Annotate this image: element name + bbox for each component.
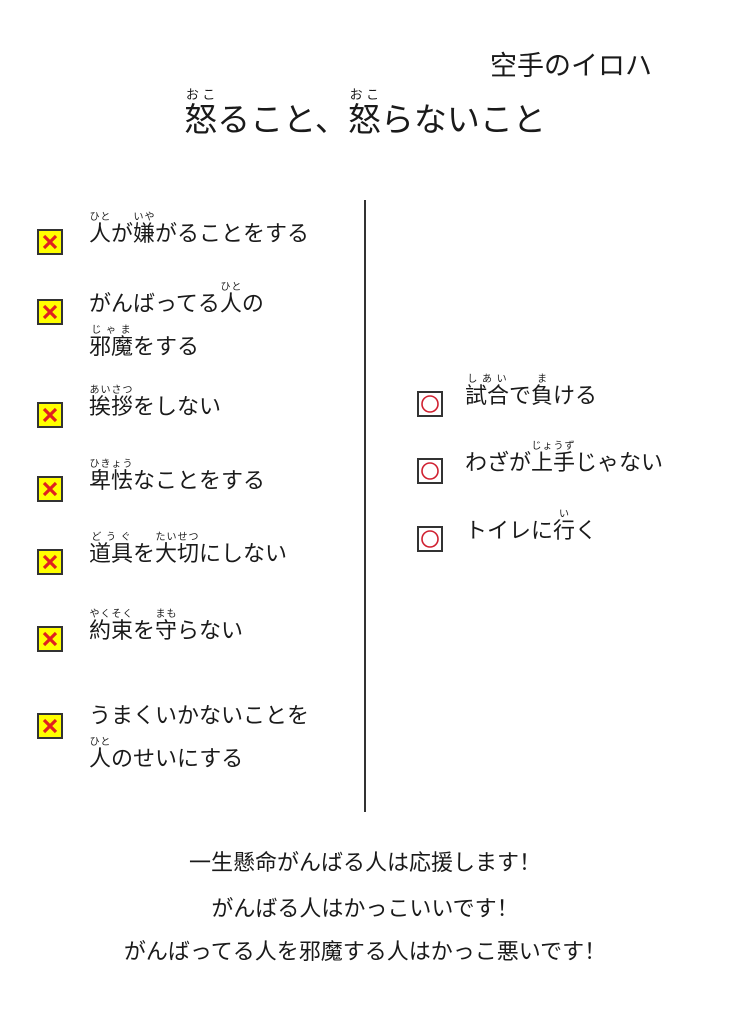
footer-line: 一生懸命がんばる人は応援します！ [188,851,541,876]
page-title: 怒おこること、怒おこらないこと [184,88,546,139]
cross-icon [37,713,63,739]
item-text: 約束やくそくを守まもらない [89,609,244,645]
bad-item: うまくいかないことを人ひとのせいにする [37,696,309,782]
ok-item: トイレに行いく [417,509,597,554]
item-text: わざが上手じょうずじゃない [465,441,664,477]
cross-icon [37,549,63,575]
cross-icon [37,626,63,652]
cross-icon [37,402,63,428]
bad-item: がんばってる人ひとの邪魔じゃまをする [37,282,264,370]
item-text: うまくいかないことを人ひとのせいにする [89,704,310,772]
circle-icon [417,391,443,417]
item-text: 試合しあいで負まける [465,374,598,410]
column-divider [364,200,366,812]
item-text: 人ひとが嫌いやがることをする [89,212,310,248]
item-text: トイレに行いく [465,509,598,545]
cross-icon [37,299,63,325]
cross-icon [37,476,63,502]
cross-icon [37,229,63,255]
circle-icon [417,458,443,484]
ok-item: 試合しあいで負まける [417,374,597,419]
item-text: 挨拶あいさつをしない [89,385,222,421]
circle-icon [417,526,443,552]
bad-item: 道具どうぐを大切たいせつにしない [37,532,287,577]
item-text: 道具どうぐを大切たいせつにしない [89,532,288,568]
item-text: がんばってる人ひとの邪魔じゃまをする [89,282,264,360]
ok-item: わざが上手じょうずじゃない [417,441,663,486]
bad-item: 約束やくそくを守まもらない [37,609,243,654]
item-text: 卑怯ひきょうなことをする [89,459,266,495]
bad-item: 人ひとが嫌いやがることをする [37,212,309,257]
bad-item: 挨拶あいさつをしない [37,385,221,430]
footer-line: がんばる人はかっこいいです！ [211,897,519,922]
bad-item: 卑怯ひきょうなことをする [37,459,265,504]
subtitle: 空手のイロハ [490,51,652,82]
footer-line: がんばってる人を邪魔する人はかっこ悪いです！ [123,940,607,965]
